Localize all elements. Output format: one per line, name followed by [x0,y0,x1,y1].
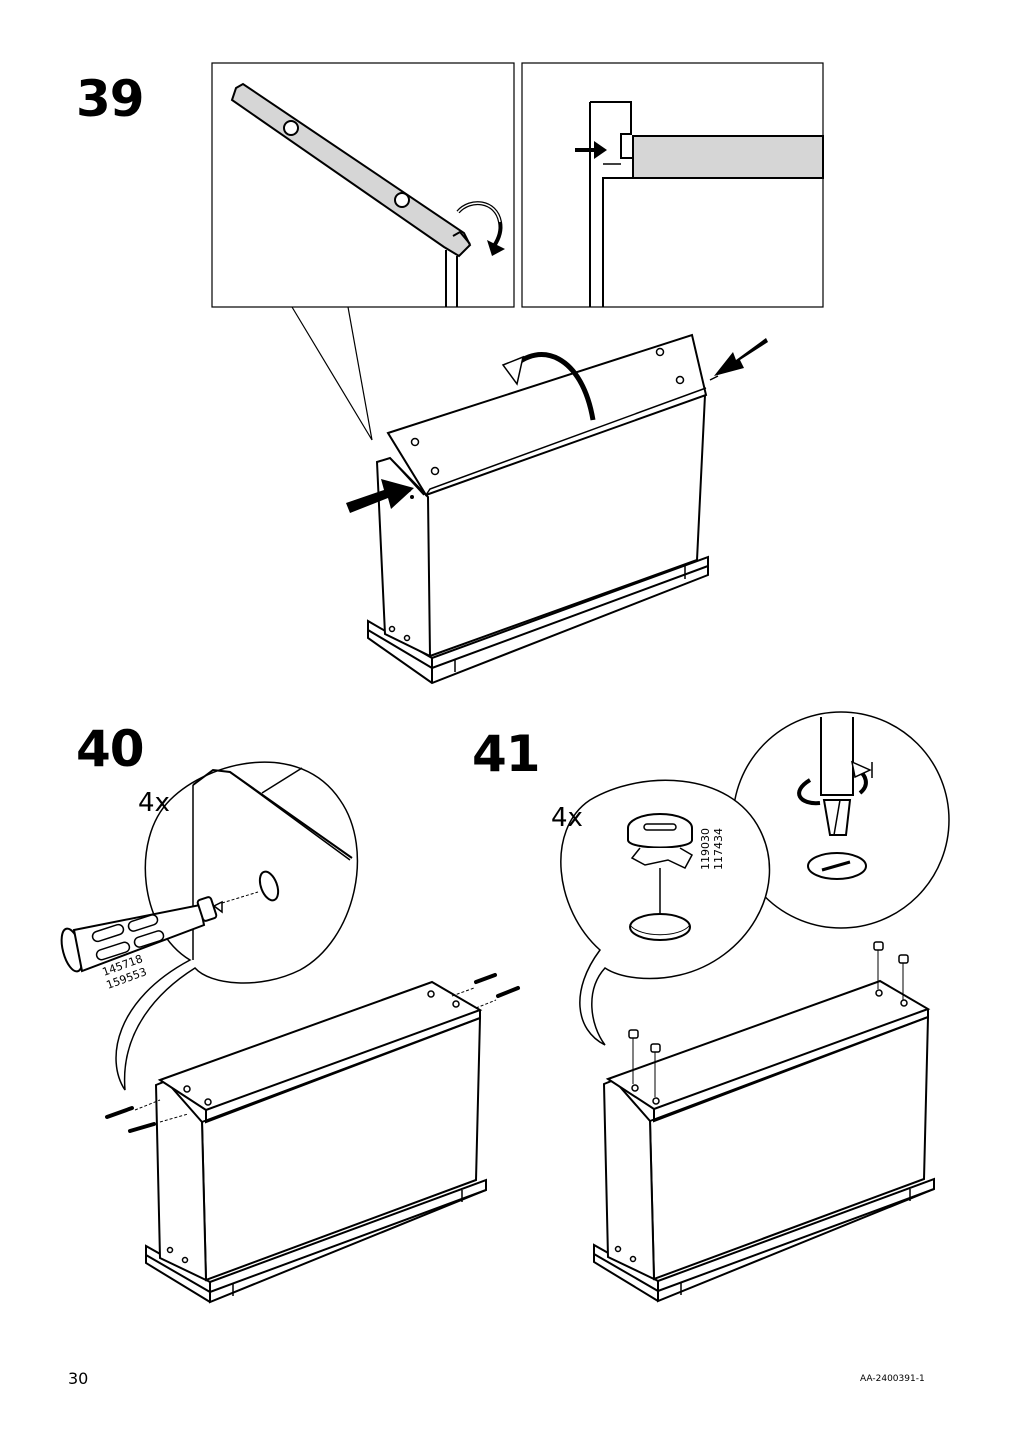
step-number-40: 40 [76,720,145,778]
cam-lock-fitting-icon [627,813,694,940]
rotate-arrow-icon [456,201,505,256]
quantity-label: 4x [138,788,170,818]
step-40-cabinet [105,973,520,1304]
screwdriver-icon [60,896,223,973]
push-arrow-icon [346,479,414,513]
rotate-arrow-icon [501,352,596,421]
step-39-cabinet [346,333,768,685]
page-number: 30 [68,1369,89,1388]
step-number-41: 41 [472,725,541,783]
step-40-illustration [60,761,520,1304]
step-39-detail-panel-edge [521,62,824,308]
step-number-39: 39 [76,70,145,128]
step-39-illustration [211,62,824,685]
quantity-label: 4x [551,803,583,833]
cam-lock-fitting-icon [628,941,909,1097]
step-41-cabinet [593,941,935,1303]
step-39-detail-panel-hinge [211,62,515,308]
rotate-arrow-icon [797,760,873,806]
push-arrow-icon [575,141,607,159]
push-arrow-icon [709,338,768,381]
part-number-label: 119030 [699,828,712,870]
screwdriver-icon [820,717,854,836]
document-code: AA-2400391-1 [860,1374,925,1384]
part-number-label: 117434 [712,828,725,870]
screw-icon [105,973,520,1133]
step-41-illustration [560,711,950,1303]
